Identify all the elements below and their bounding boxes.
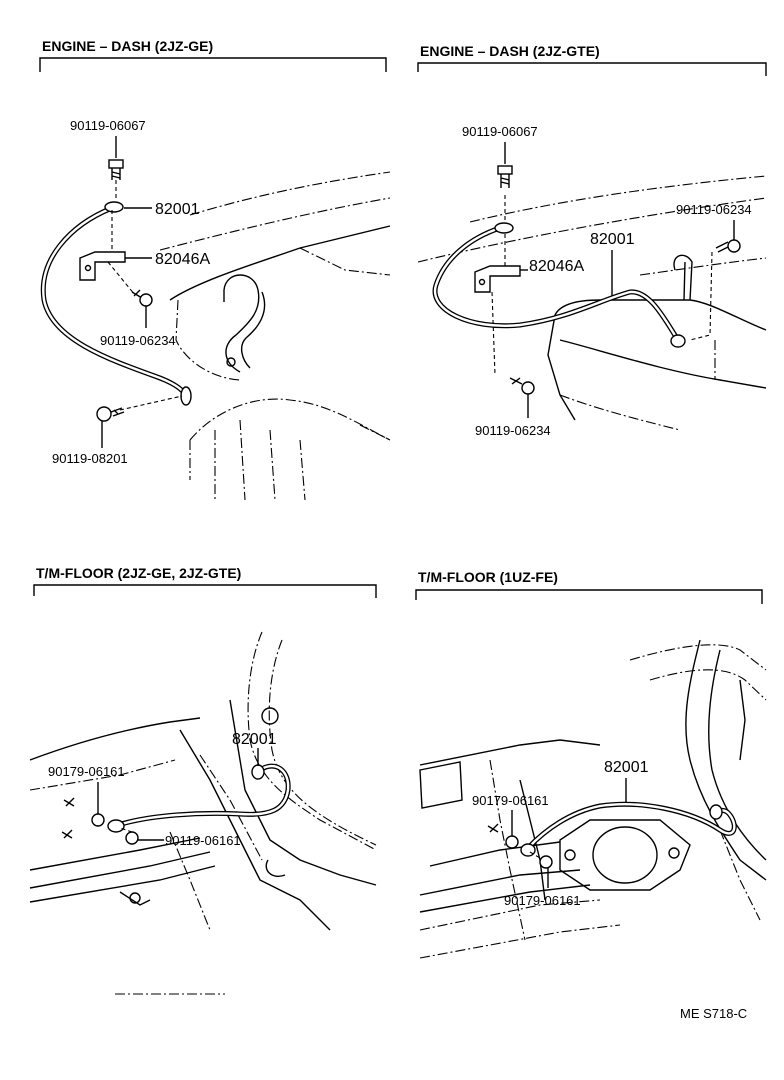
panel-engine-dash-2jz-ge: ENGINE – DASH (2JZ-GE) (39, 38, 391, 501)
floor-outline (29, 717, 201, 761)
panel-title: ENGINE – DASH (2JZ-GTE) (420, 43, 600, 59)
floor-outline (419, 739, 601, 766)
title-bracket (33, 584, 377, 598)
tunnel-outline (685, 639, 767, 881)
body-outline (469, 175, 767, 223)
figure-code: ME S718-C (680, 1006, 747, 1021)
part-number-label: 90119-06234 (676, 202, 752, 217)
floor-panel (419, 761, 463, 809)
nut-icon (539, 855, 553, 869)
tunnel-outline (247, 631, 377, 851)
engine-outline (359, 424, 391, 441)
part-number-label: 82001 (590, 231, 635, 248)
body-outline (189, 171, 391, 216)
panel-title: ENGINE – DASH (2JZ-GE) (42, 38, 213, 54)
hook-bracket (240, 291, 266, 369)
mount-boss (592, 826, 658, 884)
tunnel-outline (649, 669, 767, 701)
ground-strap-cable (40, 205, 188, 398)
title-bracket (417, 62, 767, 76)
hook-hole (226, 357, 236, 367)
part-number-label: 90119-06161 (165, 833, 241, 848)
strap-terminal-left (107, 819, 125, 833)
part-number-label: 82001 (604, 759, 649, 776)
part-number-label: 90119-06234 (100, 333, 176, 348)
strap-terminal-top (104, 201, 124, 213)
bolt-icon (521, 381, 535, 395)
part-number-label: 82046A (529, 258, 584, 275)
part-number-label: 90119-06067 (70, 118, 146, 133)
part-number-label: 90119-06067 (462, 124, 538, 139)
part-number-label: 90179-06161 (472, 793, 549, 808)
hook-bracket (223, 274, 260, 373)
part-number-label: 82046A (155, 251, 210, 268)
bolt-icon (108, 159, 124, 169)
tunnel-outline (268, 639, 377, 846)
panel-tm-floor-1uz-fe: T/M-FLOOR (1UZ-FE) (415, 569, 767, 959)
strap-terminal-right (670, 334, 686, 348)
part-number-label: 90119-08201 (52, 451, 128, 466)
title-bracket (39, 57, 387, 72)
body-outline (639, 257, 767, 276)
bolt-icon (139, 293, 153, 307)
strap-terminal-bottom (180, 386, 192, 406)
panel-title: T/M-FLOOR (2JZ-GE, 2JZ-GTE) (36, 565, 241, 581)
engine-ribs (189, 419, 306, 501)
engine-outline (547, 314, 576, 421)
floor-outline (29, 837, 201, 871)
mount-flange (559, 819, 691, 891)
panel-title: T/M-FLOOR (1UZ-FE) (418, 569, 558, 585)
tunnel-outline (229, 699, 377, 886)
body-outline (417, 197, 767, 263)
part-number-label: 82001 (155, 201, 200, 218)
title-bracket (415, 589, 763, 604)
part-number-label: 90119-06234 (475, 423, 551, 438)
part-number-label: 90179-06161 (48, 764, 125, 779)
tunnel-outline (179, 729, 331, 931)
engine-outline (559, 394, 681, 431)
strap-terminal-right (709, 804, 723, 820)
engine-outline (559, 339, 767, 389)
nut-icon (91, 813, 105, 827)
bolt-icon (96, 406, 112, 422)
tunnel-outline (708, 649, 767, 861)
engine-outline (554, 299, 767, 331)
tunnel-hole (261, 707, 279, 725)
nut-icon (505, 835, 519, 849)
bolt-icon (497, 165, 513, 175)
bolt-icon (727, 239, 741, 253)
strap-terminal-right (251, 764, 265, 780)
engine-outline (175, 299, 241, 381)
bracket-icon (474, 265, 521, 293)
strap-terminal-top (494, 222, 514, 234)
body-outline (299, 247, 391, 276)
ground-strap-cable (432, 225, 681, 343)
tunnel-outline (629, 644, 767, 671)
hook-bracket (673, 254, 693, 301)
panel-engine-dash-2jz-gte: ENGINE – DASH (2JZ-GTE) (417, 43, 767, 438)
body-outline (159, 197, 391, 251)
panel-tm-floor-2jz: T/M-FLOOR (2JZ-GE, 2JZ-GTE) 82001 (29, 565, 377, 931)
part-number-label: 90179-06161 (504, 893, 581, 908)
bracket-icon (79, 251, 126, 281)
part-number-label: 82001 (232, 731, 277, 748)
engine-outline (189, 398, 391, 441)
body-outline (169, 225, 391, 301)
bolt-icon (125, 831, 139, 845)
